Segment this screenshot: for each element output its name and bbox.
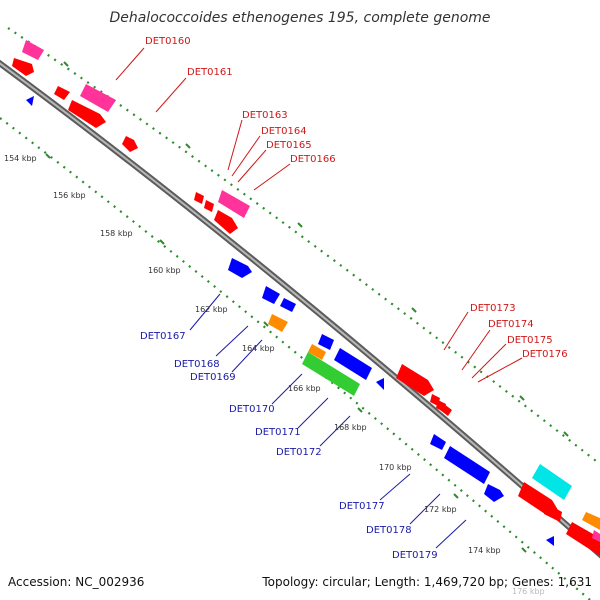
- gene-DET0167[interactable]: [228, 258, 252, 278]
- label-DET0173[interactable]: DET0173: [470, 303, 516, 314]
- forward-labels: DET0160 DET0161 DET0163 DET0164 DET0165 …: [145, 36, 568, 360]
- label-DET0172[interactable]: DET0172: [276, 447, 322, 458]
- gene-block-d[interactable]: [122, 136, 138, 152]
- gene-small-blue-c[interactable]: [546, 536, 554, 546]
- reverse-labels: DET0167 DET0168 DET0169 DET0170 DET0171 …: [140, 331, 438, 561]
- kbp-labels: 154 kbp 156 kbp 158 kbp 160 kbp 162 kbp …: [4, 154, 545, 596]
- gene-DET0179[interactable]: [484, 484, 504, 502]
- gene-block-c[interactable]: [68, 100, 106, 128]
- kbp-label-166: 166 kbp: [288, 384, 321, 393]
- label-DET0169[interactable]: DET0169: [190, 372, 236, 383]
- gene-DET0173[interactable]: [396, 364, 434, 396]
- kbp-label-154: 154 kbp: [4, 154, 37, 163]
- label-DET0160[interactable]: DET0160: [145, 36, 191, 47]
- label-DET0177[interactable]: DET0177: [339, 501, 385, 512]
- gene-block-k[interactable]: [318, 334, 334, 350]
- kbp-label-176: 176 kbp: [512, 587, 545, 596]
- gene-DET0161[interactable]: [80, 84, 116, 112]
- gene-DET0169[interactable]: [268, 314, 288, 332]
- outer-tick-track: [7, 27, 600, 466]
- label-DET0171[interactable]: DET0171: [255, 427, 301, 438]
- gene-block-j[interactable]: [280, 298, 296, 312]
- gene-DET0177[interactable]: [430, 434, 446, 450]
- label-DET0175[interactable]: DET0175: [507, 335, 553, 346]
- kbp-label-156: 156 kbp: [53, 191, 86, 200]
- label-DET0179[interactable]: DET0179: [392, 550, 438, 561]
- label-DET0178[interactable]: DET0178: [366, 525, 412, 536]
- gene-DET0166[interactable]: [214, 210, 238, 234]
- gene-DET0164[interactable]: [204, 200, 214, 212]
- forward-leaders: [115, 47, 523, 383]
- label-DET0163[interactable]: DET0163: [242, 110, 288, 121]
- gene-block-i[interactable]: [592, 530, 600, 542]
- gene-small-blue-a[interactable]: [26, 96, 34, 106]
- gene-small-blue-b[interactable]: [376, 378, 384, 390]
- reverse-genes: [26, 96, 554, 546]
- gene-DET0165[interactable]: [218, 190, 250, 218]
- kbp-label-170: 170 kbp: [379, 463, 412, 472]
- kbp-label-168: 168 kbp: [334, 423, 367, 432]
- inner-tick-track: [0, 117, 591, 600]
- gene-DET0170[interactable]: [308, 344, 326, 360]
- kbp-label-172: 172 kbp: [424, 505, 457, 514]
- reverse-leaders: [189, 293, 467, 549]
- gene-block-a[interactable]: [12, 58, 34, 76]
- kbp-label-164: 164 kbp: [242, 344, 275, 353]
- label-DET0170[interactable]: DET0170: [229, 404, 275, 415]
- label-DET0176[interactable]: DET0176: [522, 349, 568, 360]
- map-title: Dehalococcoides ethenogenes 195, complet…: [109, 10, 490, 26]
- label-DET0166[interactable]: DET0166: [290, 154, 336, 165]
- forward-genes: [12, 40, 600, 556]
- gene-DET0171[interactable]: [302, 352, 360, 396]
- major-ticks: [45, 61, 569, 553]
- kbp-label-162: 162 kbp: [195, 305, 228, 314]
- label-DET0165[interactable]: DET0165: [266, 140, 312, 151]
- gene-block-g[interactable]: [566, 522, 600, 556]
- accession-text: Accession: NC_002936: [8, 575, 144, 589]
- gene-DET0163[interactable]: [194, 192, 204, 204]
- gene-DET0176[interactable]: [440, 404, 452, 416]
- label-DET0161[interactable]: DET0161: [187, 67, 233, 78]
- genome-backbone: [0, 59, 600, 559]
- gene-cyan[interactable]: [532, 464, 572, 500]
- label-DET0174[interactable]: DET0174: [488, 319, 534, 330]
- gene-DET0168[interactable]: [262, 286, 280, 304]
- label-DET0168[interactable]: DET0168: [174, 359, 220, 370]
- gene-block-h[interactable]: [582, 512, 600, 530]
- gene-block-b[interactable]: [54, 86, 70, 100]
- topology-text: Topology: circular; Length: 1,469,720 bp…: [261, 575, 592, 589]
- kbp-label-160: 160 kbp: [148, 266, 181, 275]
- label-DET0164[interactable]: DET0164: [261, 126, 307, 137]
- kbp-label-158: 158 kbp: [100, 229, 133, 238]
- kbp-label-174: 174 kbp: [468, 546, 501, 555]
- gene-block-f[interactable]: [544, 504, 562, 522]
- gene-DET0160[interactable]: [22, 40, 44, 60]
- gene-DET0178[interactable]: [444, 446, 490, 484]
- gene-DET0172[interactable]: [334, 348, 372, 380]
- label-DET0167[interactable]: DET0167: [140, 331, 186, 342]
